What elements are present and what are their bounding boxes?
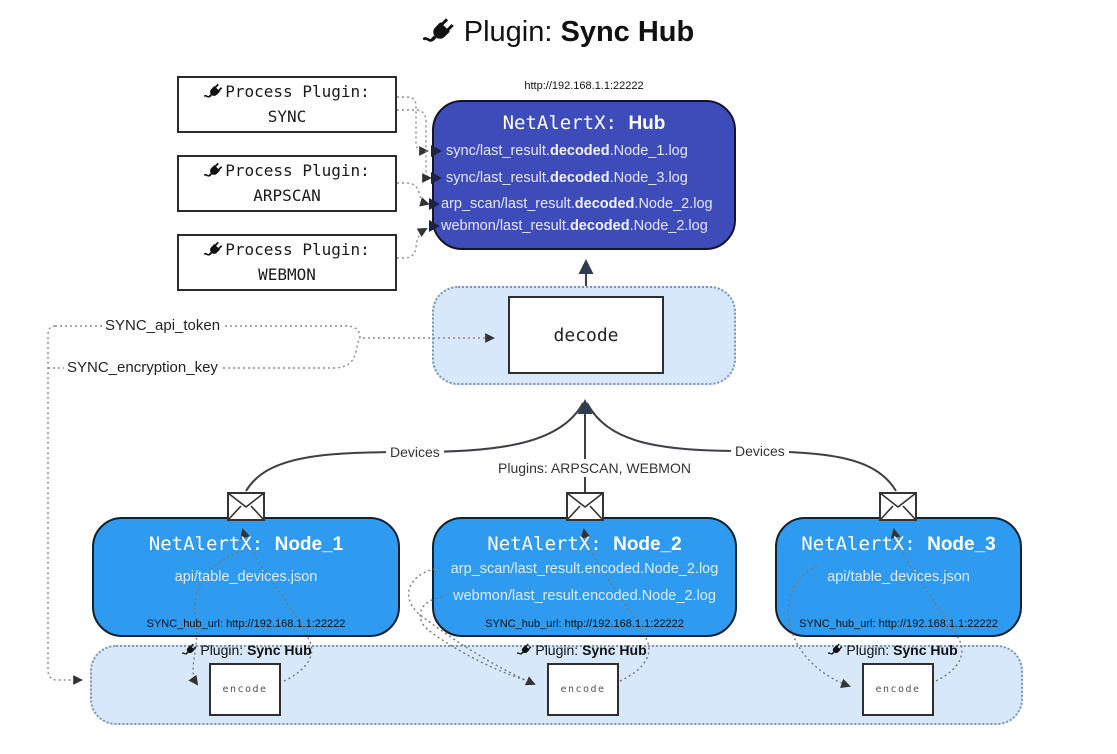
plug-icon [828,643,843,658]
node2-title: NetAlertX: Node_2 [487,533,682,555]
node3-line: api/table_devices.json [827,569,970,585]
node3-hub-url: SYNC_hub_url: http://192.168.1.1:22222 [799,618,998,630]
plug-icon [204,241,223,260]
process-plugin-name: WEBMON [258,264,316,284]
strip-plugin-label: Plugin: Sync Hub [793,642,993,658]
sync-api-token-label: SYNC_api_token [102,317,224,334]
plug-icon [182,643,197,658]
encode-box: encode [209,663,281,716]
node1-hub-url: SYNC_hub_url: http://192.168.1.1:22222 [146,618,346,630]
node2-hub-url: SYNC_hub_url: http://192.168.1.1:22222 [485,618,684,630]
hub-box [432,100,736,250]
process-plugin-name: ARPSCAN [253,185,321,205]
edge-label-devices-left: Devices [386,443,444,461]
node2-line: webmon/last_result.encoded.Node_2.log [453,588,716,604]
encode-box: encode [547,663,619,716]
process-plugin-box-arpscan: Process Plugin: ARPSCAN [177,155,397,212]
page-title-text: Plugin: Sync Hub [463,16,695,48]
process-plugin-label: Process Plugin: [225,160,370,180]
hub-title: NetAlertX: Hub [502,112,666,134]
process-plugin-name: SYNC [267,106,307,126]
sync-encryption-key-label: SYNC_encryption_key [64,359,221,376]
envelope-to-decode-connectors [245,399,897,492]
hub-url-label: http://192.168.1.1:22222 [524,80,644,92]
hub-log-line: webmon/last_result.decoded.Node_2.log [441,218,708,234]
node1-line: api/table_devices.json [174,569,318,585]
node1-title: NetAlertX: Node_1 [148,533,344,555]
plugin-to-hub-connectors [397,96,432,259]
page-title: Plugin: Sync Hub [0,16,1117,49]
encode-box: encode [862,663,934,716]
envelope-icon [566,492,604,521]
edge-label-devices-right: Devices [731,442,789,460]
process-plugin-box-webmon: Process Plugin: WEBMON [177,234,397,291]
envelope-icon [879,492,917,521]
hub-log-line: sync/last_result.decoded.Node_1.log [446,143,688,159]
process-plugin-label: Process Plugin: [225,81,370,101]
plug-icon [204,162,223,181]
edge-label-plugins: Plugins: ARPSCAN, WEBMON [494,459,695,477]
envelope-icon [227,492,265,521]
hub-log-line: arp_scan/last_result.decoded.Node_2.log [441,196,713,212]
hub-log-line: sync/last_result.decoded.Node_3.log [446,170,688,186]
plug-icon [423,17,455,49]
process-plugin-box-sync: Process Plugin: SYNC [177,76,397,133]
decode-box: decode [508,296,664,374]
plug-icon [517,643,532,658]
node2-line: arp_scan/last_result.encoded.Node_2.log [450,561,719,577]
process-plugin-label: Process Plugin: [225,239,370,259]
strip-plugin-label: Plugin: Sync Hub [482,642,682,658]
plug-icon [204,83,223,102]
strip-plugin-label: Plugin: Sync Hub [147,642,347,658]
node3-title: NetAlertX: Node_3 [801,533,996,555]
